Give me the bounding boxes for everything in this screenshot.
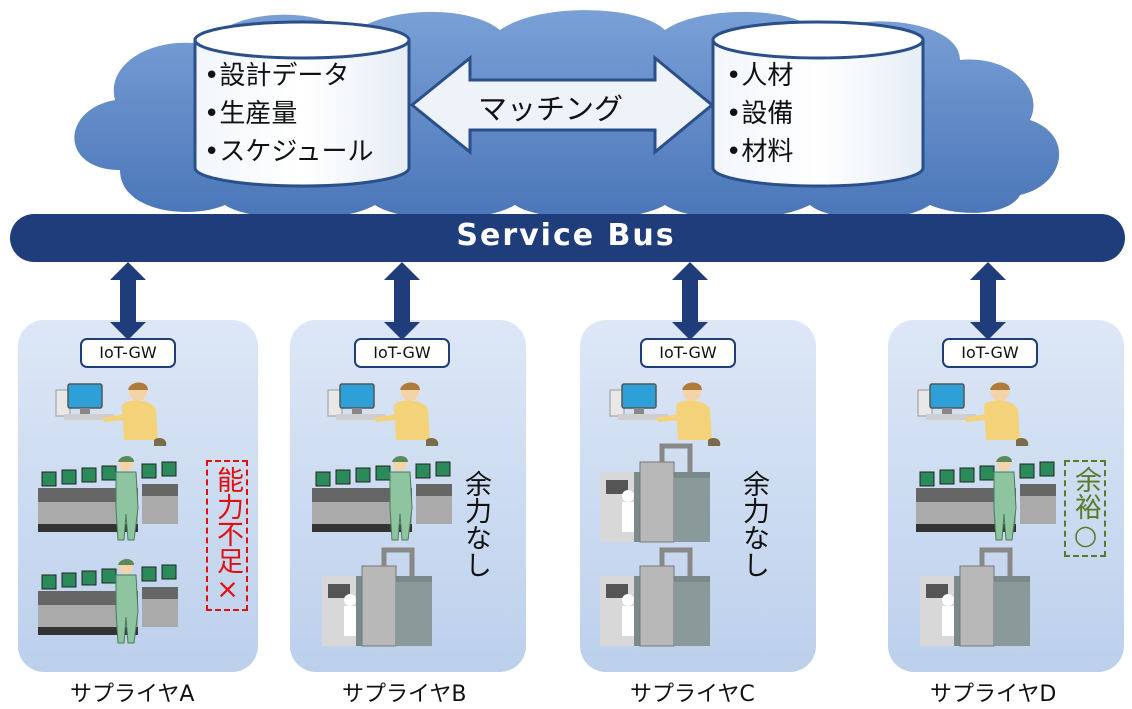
service-bus-bar (10, 214, 1125, 262)
status-label-a: 能力不足× (206, 460, 248, 611)
bus-arrow-a (110, 262, 146, 340)
iot-gateway-b: IoT-GW (354, 338, 450, 368)
right-db-item: •人材 (726, 61, 794, 91)
database-left (193, 20, 411, 188)
status-label-d: 余裕○ (1064, 460, 1106, 557)
iot-gateway-d: IoT-GW (942, 338, 1038, 368)
left-db-item: •設計データ (204, 61, 350, 91)
status-label-c: 余力なし (738, 470, 769, 578)
service-bus-label: Service Bus (456, 218, 676, 253)
supplier-name-b: サプライヤB (342, 682, 467, 707)
left-db-item: •スケジュール (204, 137, 374, 167)
database-right (711, 20, 925, 188)
supplier-name-d: サプライヤD (930, 682, 1057, 707)
right-db-item: •設備 (726, 99, 794, 129)
bus-arrow-b (384, 262, 420, 340)
supplier-name-a: サプライヤA (70, 682, 195, 707)
iot-gateway-a: IoT-GW (80, 338, 176, 368)
right-db-item: •材料 (726, 137, 794, 167)
bus-arrow-c (672, 262, 708, 340)
bus-arrow-d (970, 262, 1006, 340)
matching-double-arrow (409, 54, 715, 156)
iot-gateway-c: IoT-GW (640, 338, 736, 368)
left-db-item: •生産量 (204, 99, 298, 129)
matching-label: マッチング (478, 92, 624, 126)
supplier-name-c: サプライヤC (630, 682, 755, 707)
status-label-b: 余力なし (460, 470, 491, 578)
